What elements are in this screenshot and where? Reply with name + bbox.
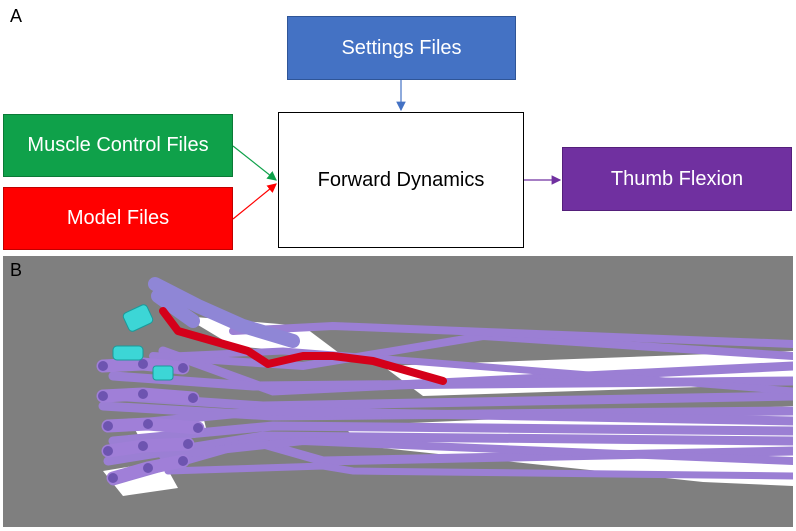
model-files-box: Model Files	[3, 187, 233, 250]
thumb-flexor-muscle	[159, 307, 447, 385]
muscle-control-files-box: Muscle Control Files	[3, 114, 233, 177]
tip-markers	[112, 304, 174, 381]
hand-model-illustration	[96, 277, 793, 496]
forward-dynamics-box: Forward Dynamics	[278, 112, 524, 248]
panel-b-label: B	[10, 260, 23, 280]
muscle-to-forward-arrow	[232, 145, 277, 181]
muscle-paths	[98, 321, 793, 486]
thumb-bones	[148, 277, 300, 348]
settings-files-box: Settings Files	[287, 16, 516, 80]
model-to-forward-arrow	[232, 183, 277, 220]
panel-a-label: A	[10, 6, 23, 26]
hand-model-render	[3, 256, 793, 527]
thumb-flexion-box: Thumb Flexion	[562, 147, 792, 211]
finger-joints	[98, 359, 203, 483]
